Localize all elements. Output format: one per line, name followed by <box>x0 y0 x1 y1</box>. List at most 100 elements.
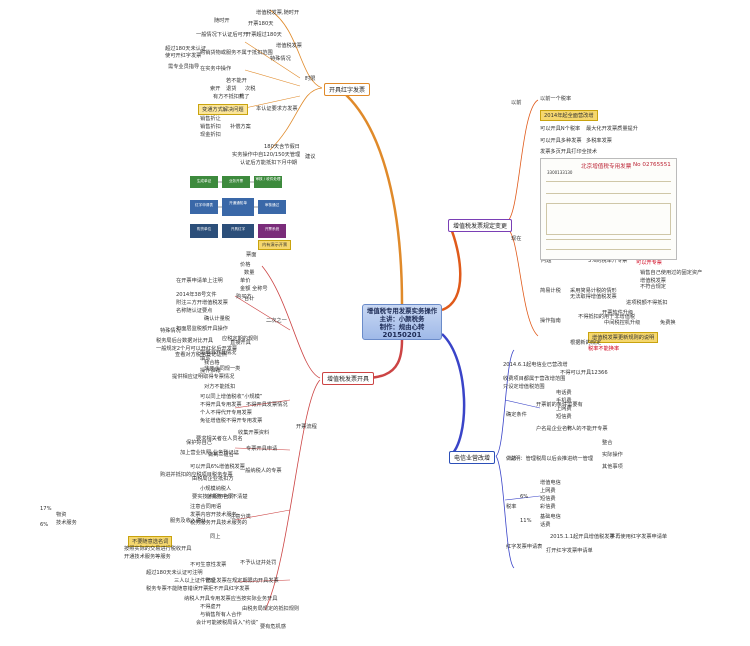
issue-node: 确认计量税 <box>204 316 230 322</box>
flow-tip: 内有演示开票 <box>258 240 292 250</box>
red-item: 现金折扣 <box>200 132 221 138</box>
red-item: 需专业员指导 <box>168 64 200 70</box>
branch-invoice-issue[interactable]: 增值税发票开具 <box>322 372 375 385</box>
issue-node: 购买方 <box>236 294 252 300</box>
central-author: 制作：规由心转 <box>379 323 425 331</box>
red-item: 开票180天 <box>248 21 274 27</box>
issue-node: 名称随认证要点 <box>176 308 213 314</box>
issue-node: 2014年38号文件 <box>176 292 217 298</box>
telecom-node: 11% <box>520 518 532 524</box>
telecom-node: 2014.6.1起电信业已营改增 <box>503 362 568 368</box>
rule-node: 采用简易计税的情形 <box>570 288 617 294</box>
issue-node: 扣面层监税额开具操作 <box>176 326 228 332</box>
rule-node: 税率不能换率 <box>588 346 620 352</box>
invoice-rule <box>546 249 671 250</box>
issue-node: 一般纳税人的专票 <box>240 468 282 474</box>
telecom-node: 确定条件 <box>506 412 527 418</box>
rule-node: 简易计税 <box>540 288 561 294</box>
issue-node: 不得开具专用发票 <box>200 402 242 408</box>
telecom-node: 话费 <box>540 522 551 528</box>
issue-node: 开通技术服务等服务 <box>124 554 171 560</box>
invoice-rule <box>546 239 671 240</box>
issue-node: 做到三证合一 <box>208 452 240 458</box>
central-topic[interactable]: 增值税专用发票实务操作 主讲：小颜税务 制作：规由心转 20150201 <box>362 304 442 340</box>
invoice-rule <box>546 193 671 194</box>
issue-node: 数量 <box>244 270 255 276</box>
red-item: 一般情况下认证后可开 <box>196 32 248 38</box>
issue-node: 单价 <box>240 278 251 284</box>
rule-before: 以前 <box>511 100 522 106</box>
red-item: 180天含节假日 <box>264 144 300 150</box>
issue-node: 我合格 <box>204 360 220 366</box>
telecom-node: 只设定增值税范围 <box>503 384 545 390</box>
issue-node: 需取消开具情况 <box>200 350 237 356</box>
issue-node: 物资 <box>56 512 67 518</box>
issue-node: 纳税人开具专用发票应当按实际业务开具 <box>184 596 278 602</box>
flow-node: 开具红字 <box>230 227 246 231</box>
rule-node: 进项税额不得抵扣 <box>626 300 668 306</box>
flow-node: 业务开票 <box>228 179 244 183</box>
rule-node: 不得抵扣的用于非增值税 <box>578 314 636 320</box>
telecom-node: 实际操作 <box>602 452 623 458</box>
rule-node: 可以开专票 <box>636 260 662 266</box>
issue-node: 个人不得代开专用发票 <box>200 410 252 416</box>
telecom-node: 收费项目都属于营改增范围 <box>503 376 566 382</box>
label-suggest: 建议 <box>305 154 316 160</box>
issue-node: 不得开具发票情况 <box>246 402 288 408</box>
telecom-node: 不再使用红字发票申请单 <box>610 534 668 540</box>
rule-node: 中间税控机升级 <box>604 320 641 326</box>
issue-node: 注意合同用语 <box>190 504 222 510</box>
issue-node: 小规模纳税人 <box>200 486 232 492</box>
branch-telecom[interactable]: 电信业营改增 <box>449 451 496 464</box>
red-item: 实务操作中自120/150天管理 <box>232 152 301 158</box>
telecom-node: 税率 <box>506 504 517 510</box>
issue-node: 收集开票资料 <box>238 430 270 436</box>
issue-node: 三人以上证件管理 <box>174 578 216 584</box>
rule-node: 以前一个税率 <box>540 96 572 102</box>
telecom-node: 短信费 <box>540 496 556 502</box>
red-item: 特殊情况 <box>270 56 291 62</box>
telecom-node: 整合 <box>602 440 613 446</box>
red-item: 销售折让 <box>200 116 221 122</box>
issue-node: 发票内容开技术服务 <box>190 512 237 518</box>
issue-node: 税务专票不能随意错误开票 <box>146 586 209 592</box>
issue-node: 直接开具 <box>230 340 251 346</box>
rule-node: 多税率发票 <box>586 138 612 144</box>
issue-node: 可以开具6%增值税发票 <box>190 464 245 470</box>
rule-node: 2014年起全面营改增 <box>540 110 598 121</box>
issue-node: 可以同上增值税收“小规模” <box>200 394 263 400</box>
rule-node: 销售自己使用过的固定资产 <box>640 270 703 276</box>
rule-node: 3%的税率开专票 <box>588 258 628 264</box>
telecom-node: 户名是企业名称 <box>536 426 573 432</box>
flow-node: 生成单证 <box>196 179 212 183</box>
branch-red-invoice[interactable]: 开具红字发票 <box>324 83 371 96</box>
invoice-rule <box>546 181 671 182</box>
red-item: 在实务中操作 <box>200 66 232 72</box>
red-item: 使可开红字发票 <box>165 53 202 59</box>
issue-node: 提供相应证明取得专票情况 <box>172 374 235 380</box>
rule-node: 根据新的规定 <box>570 340 602 346</box>
rule-node: 无法取得增值税发票 <box>570 294 617 300</box>
issue-node: 17% <box>40 506 52 512</box>
invoice-code: 3300133130 <box>547 170 573 175</box>
invoice-table <box>546 203 671 235</box>
branch-rule-change[interactable]: 增值税发票规定变更 <box>448 219 513 232</box>
central-title: 增值税专用发票实务操作 <box>366 307 438 315</box>
issue-node: 税务服务开具技术服务的 <box>190 520 248 526</box>
red-item: 开票超过180天 <box>246 32 282 38</box>
issue-node: 全称号 <box>252 286 268 292</box>
issue-node: 不予认证并处罚 <box>240 560 277 566</box>
red-item: 超过180天未认证 <box>165 46 207 52</box>
red-item: 本认证要求方发票 <box>256 106 298 112</box>
red-item: 有方不抵扣机 <box>213 94 245 100</box>
issue-node: 不要随意选名词 <box>128 536 173 547</box>
issue-node: 应税定期的规则 <box>222 336 259 342</box>
telecom-node: 做法 <box>506 456 517 462</box>
issue-node: 技术服务 <box>56 520 77 526</box>
issue-node: 与销售所有人合作 <box>200 612 242 618</box>
issue-node: 填写 <box>200 356 211 362</box>
red-item: 购销货物或服务不属于抵扣范围 <box>200 50 273 56</box>
invoice-number: No 02765551 <box>633 162 671 168</box>
flow-node: 购货单位 <box>196 227 212 231</box>
red-item: 退货 <box>226 86 237 92</box>
